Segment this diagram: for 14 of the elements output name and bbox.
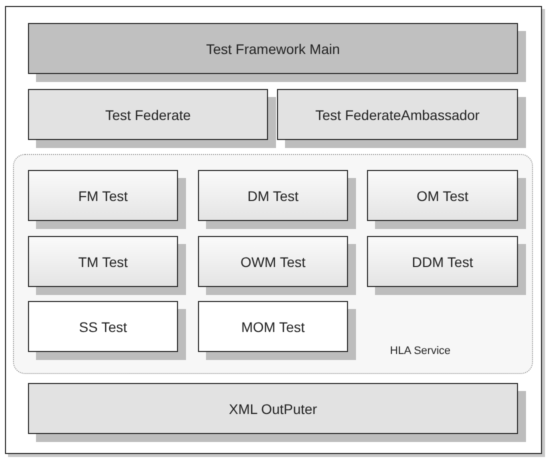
box-label: DDM Test xyxy=(412,254,474,270)
box-label: SS Test xyxy=(79,318,127,334)
service-group-panel xyxy=(13,154,533,374)
box-label: DM Test xyxy=(247,188,299,204)
box-label: OWM Test xyxy=(240,254,306,270)
box-label: MOM Test xyxy=(241,318,305,334)
box-label: Test Framework Main xyxy=(206,40,340,56)
box-label: TM Test xyxy=(78,254,128,270)
group-label: HLA Service xyxy=(390,345,451,357)
box-label: OM Test xyxy=(416,188,468,204)
box-label: XML OutPuter xyxy=(228,400,318,416)
box-label: Test FederateAmbassador xyxy=(315,106,480,122)
box-label: FM Test xyxy=(78,188,128,204)
box-label: Test Federate xyxy=(105,106,191,122)
